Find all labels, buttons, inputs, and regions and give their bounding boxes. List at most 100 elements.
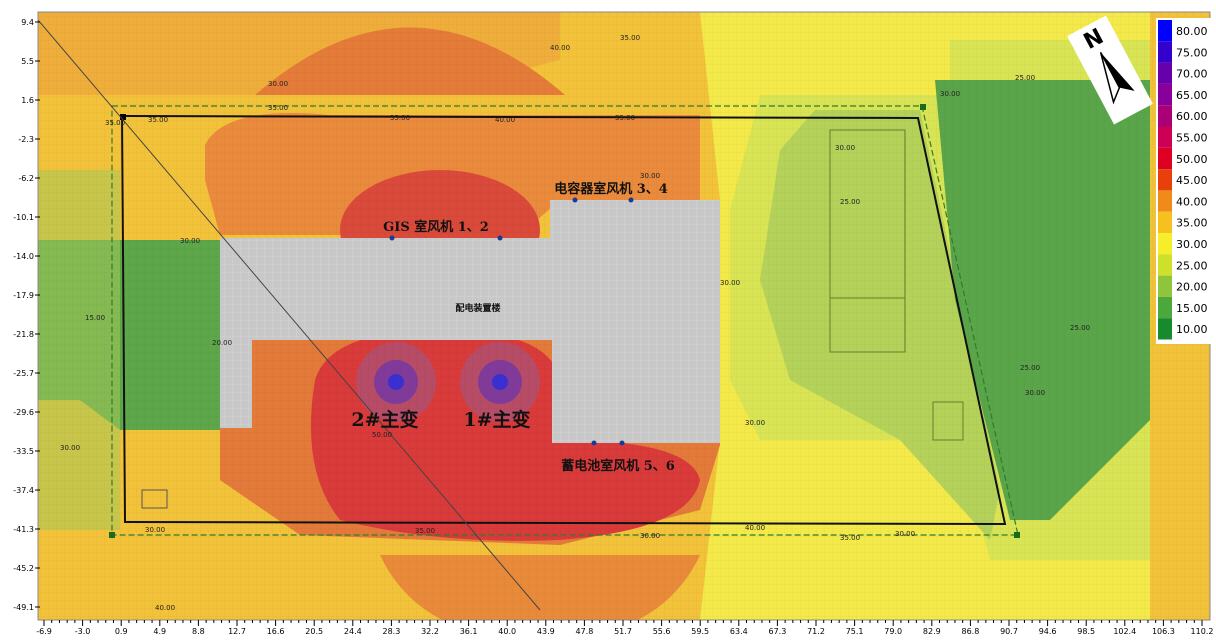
x-tick-label: 36.1 [460,627,478,636]
iso-label: 40.00 [155,604,175,612]
fan-marker [628,197,634,203]
legend-label: 20.00 [1176,281,1208,294]
iso-label: 30.00 [640,532,660,540]
legend-swatch [1158,62,1172,84]
fan-marker [619,440,625,446]
fan-marker [591,440,597,446]
legend-swatch [1158,190,1172,212]
boundary-corner-marker [1014,532,1020,538]
x-tick-label: 106.3 [1152,627,1175,636]
y-tick-label: -33.5 [13,447,34,456]
iso-label: 35.00 [840,534,860,542]
legend-label: 50.00 [1176,153,1208,166]
legend-label: 75.00 [1176,46,1208,59]
transformer-2-label: 2#主变 [351,408,418,431]
x-tick-label: 94.6 [1039,627,1057,636]
x-tick-label: 32.2 [421,627,439,636]
legend-swatch [1158,233,1172,255]
y-tick-label: -45.2 [13,564,34,573]
legend-swatch [1158,296,1172,319]
boundary-corner-marker [109,532,115,538]
iso-label: 35.00 [148,116,168,124]
boundary-corner-marker [920,104,926,110]
iso-label: 15.00 [85,314,105,322]
legend-swatch [1158,211,1172,233]
x-tick-label: 86.8 [961,627,979,636]
legend-swatch [1158,126,1172,148]
x-tick-label: 47.8 [575,627,593,636]
iso-label: 30.00 [1025,389,1045,397]
legend-swatch [1158,169,1172,191]
y-tick-label: -14.0 [13,252,34,261]
site-boundary [120,114,1007,526]
x-tick-label: 110.2 [1191,627,1214,636]
x-tick-label: 51.7 [614,627,632,636]
x-tick-label: 4.9 [153,627,166,636]
x-tick-label: 75.1 [846,627,864,636]
reference-line [38,19,541,611]
y-tick-label: -2.3 [18,135,34,144]
building-label: 配电装置楼 [455,302,500,314]
iso-label: 20.00 [212,339,232,347]
x-tick-label: 79.0 [884,627,902,636]
x-tick-label: 12.7 [228,627,246,636]
legend-label: 55.00 [1176,132,1208,145]
iso-label: 30.00 [745,419,765,427]
legend-label: 35.00 [1176,217,1208,230]
y-tick-label: -37.4 [13,486,34,495]
legend-label: 70.00 [1176,68,1208,81]
legend-label: 15.00 [1176,302,1208,315]
x-tick-label: 16.6 [267,627,285,636]
x-tick-label: 40.0 [498,627,516,636]
legend-label: 60.00 [1176,110,1208,123]
fan-marker [497,235,503,241]
iso-label: 25.00 [1020,364,1040,372]
outer-boundary [111,105,1019,536]
north-arrow-icon: N [1067,15,1153,125]
x-tick-label: 0.9 [115,627,128,636]
iso-label: 25.00 [1015,74,1035,82]
iso-label: 40.00 [495,116,515,124]
iso-label: 30.00 [268,80,288,88]
y-tick-label: -49.1 [13,603,34,612]
legend-swatch [1158,105,1172,127]
legend-swatch [1158,41,1172,63]
legend-swatch [1158,20,1172,42]
building-grid [220,200,720,443]
x-tick-label: -3.0 [75,627,91,636]
iso-label: 35.00 [268,104,288,112]
legend-label: 30.00 [1176,238,1208,251]
y-tick-label: -41.3 [13,525,34,534]
x-tick-label: 20.5 [305,627,323,636]
legend-swatch [1158,83,1172,106]
iso-label: 30.00 [60,444,80,452]
iso-label: 50.00 [372,431,392,439]
legend-swatch [1158,147,1172,170]
legend-label: 80.00 [1176,25,1208,38]
legend-label: 65.00 [1176,89,1208,102]
iso-label: 30.00 [720,279,740,287]
legend: 80.00 75.00 70.00 65.00 60.00 55.00 50.00 45.00… [1156,18,1211,344]
iso-label: 30.00 [145,526,165,534]
y-axis: 9.45.51.6-2.3-6.2-10.1-14.0-17.9-21.8-25… [13,18,40,643]
legend-label: 45.00 [1176,174,1208,187]
boundary-corner-marker [120,114,126,120]
iso-label: 25.00 [840,198,860,206]
fan-marker [389,235,395,241]
x-tick-label: 59.5 [691,627,709,636]
x-tick-label: 90.7 [1000,627,1018,636]
legend-swatch [1158,275,1172,297]
x-tick-label: 67.3 [768,627,786,636]
x-tick-label: 24.4 [344,627,362,636]
iso-label: 35.00 [415,527,435,535]
iso-label: 35.00 [615,114,635,122]
y-tick-label: -6.2 [18,174,34,183]
y-tick-label: -21.8 [13,330,34,339]
iso-label: 30.00 [895,530,915,538]
y-tick-label: -25.7 [13,369,34,378]
x-tick-label: 8.8 [192,627,205,636]
arrow-left-half [1099,51,1121,105]
iso-label: 30.00 [640,172,660,180]
